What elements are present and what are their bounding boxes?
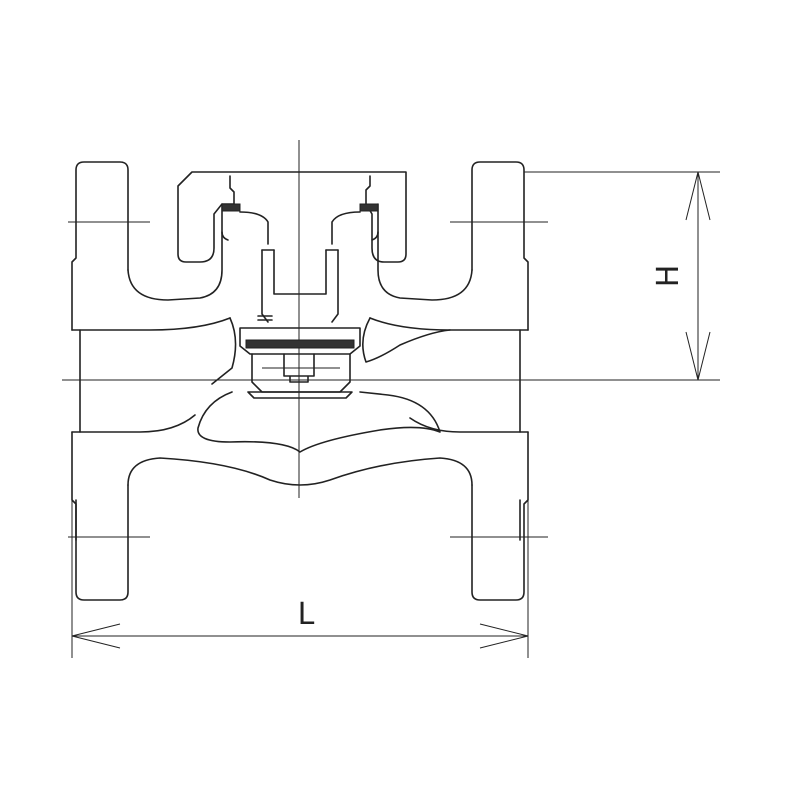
body-top-left-neck <box>127 231 223 301</box>
bonnet-left-half <box>177 171 300 263</box>
l-arrow-left <box>71 623 121 649</box>
center-lines <box>62 140 548 538</box>
body-inner-cavity <box>197 391 441 453</box>
body-upper-passage-left <box>79 317 231 331</box>
disc-face <box>247 391 353 399</box>
left-flange-bottom-lug <box>71 431 129 601</box>
bonnet-right-lip <box>371 203 379 241</box>
disc-guide <box>257 249 339 323</box>
right-flange-bottom-lug <box>471 431 529 601</box>
disc-seal-ring <box>245 339 355 349</box>
dimension-l: L <box>71 500 529 658</box>
left-bore-face <box>71 329 81 433</box>
bonnet-right-gasket <box>359 203 379 212</box>
dimension-h: H <box>524 171 720 381</box>
body-lower-outline-left <box>79 414 196 433</box>
right-flange <box>471 161 529 601</box>
valve-body <box>79 231 521 486</box>
bonnet-left-lip <box>221 203 229 241</box>
h-arrow-top <box>685 171 711 221</box>
bonnet-left-gasket <box>221 203 241 212</box>
body-seat-left-wall <box>211 317 237 385</box>
disc-assembly <box>239 327 361 399</box>
guide-boss-outline <box>239 211 361 245</box>
right-flange-top-lug <box>471 161 529 331</box>
body-upper-passage-right <box>369 317 521 331</box>
bonnet <box>177 171 407 263</box>
l-arrow-right <box>479 623 529 649</box>
body-seat-right-wall <box>362 317 451 363</box>
body-top-right-neck <box>377 231 473 301</box>
left-flange <box>71 161 129 601</box>
h-arrow-bottom <box>685 331 711 381</box>
h-label: H <box>651 265 686 288</box>
body-lower-outline-right <box>409 417 521 433</box>
body-bottom-curve <box>127 457 473 486</box>
guide-sleeve <box>261 249 339 323</box>
disc-body <box>251 353 351 393</box>
l-label: L <box>298 597 315 632</box>
left-flange-top-lug <box>71 161 129 331</box>
right-bore-face <box>519 329 529 433</box>
disc-nut <box>283 353 315 383</box>
bonnet-right-half <box>298 171 407 263</box>
guide-pin <box>257 315 273 321</box>
